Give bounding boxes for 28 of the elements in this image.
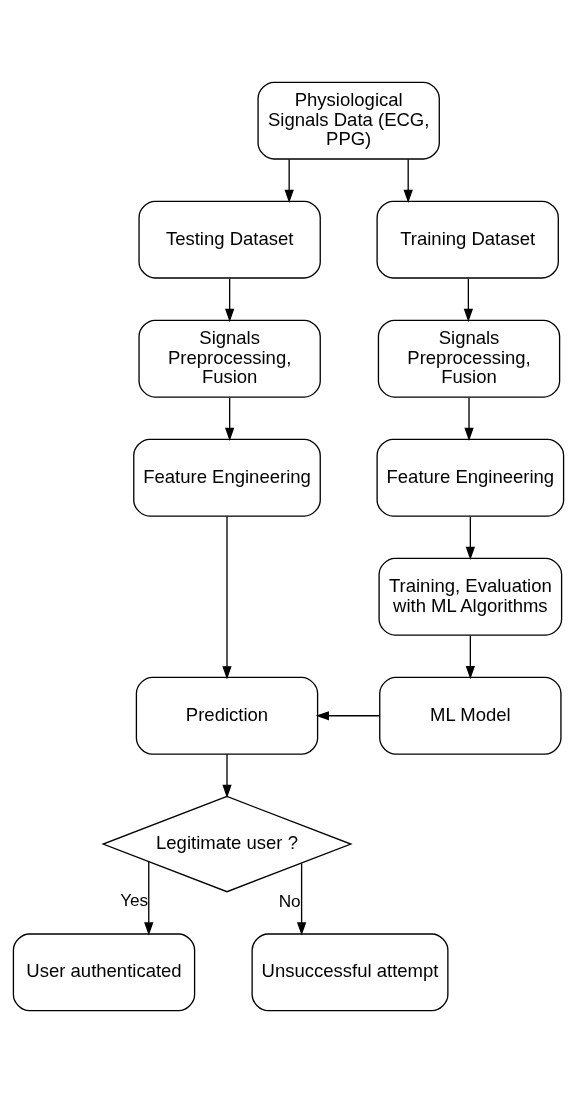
arrow	[225, 397, 235, 442]
arrow	[463, 278, 473, 323]
node-box: Feature Engineering	[133, 438, 321, 517]
arrow	[222, 515, 232, 680]
node-box: Prediction	[135, 676, 319, 755]
edge-label: No	[278, 891, 301, 912]
arrow	[284, 158, 294, 203]
node-box: Training Dataset	[376, 200, 559, 279]
node-box: Unsuccessful attempt	[251, 933, 449, 1012]
arrow	[225, 278, 235, 323]
arrow	[465, 516, 475, 561]
node-box: ML Model	[379, 676, 562, 755]
arrow	[465, 635, 475, 680]
arrow	[464, 397, 474, 442]
arrow	[315, 711, 381, 721]
node-box: User authenticated	[12, 933, 196, 1012]
arrow	[296, 862, 307, 936]
arrow	[403, 158, 413, 203]
edge-label: Yes	[120, 890, 149, 911]
node-box: Testing Dataset	[138, 200, 321, 279]
arrow	[222, 753, 232, 799]
node-box: Feature Engineering	[376, 438, 565, 517]
node-box: Signals Preprocessing, Fusion	[138, 319, 321, 398]
arrow	[144, 861, 154, 936]
node-diamond: Legitimate user ?	[101, 795, 353, 893]
node-box: Signals Preprocessing, Fusion	[377, 319, 561, 398]
node-box: Training, Evaluation with ML Algorithms	[378, 557, 563, 636]
node-box: Physiological Signals Data (ECG, PPG)	[257, 81, 440, 160]
